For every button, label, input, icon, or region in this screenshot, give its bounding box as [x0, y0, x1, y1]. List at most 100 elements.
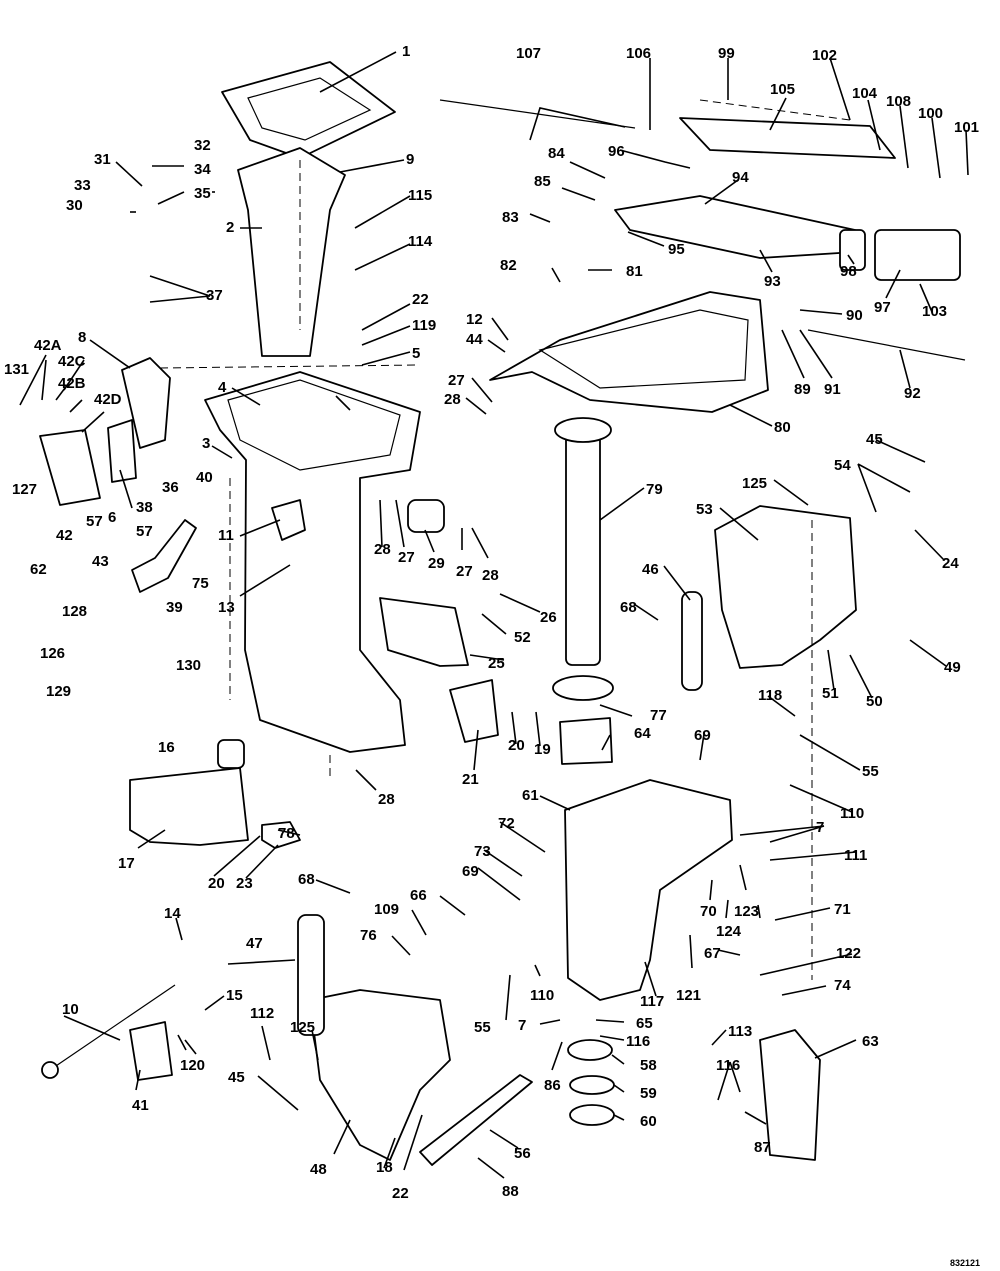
callout-112: 112: [250, 1005, 274, 1022]
callout-82: 82: [500, 257, 517, 274]
callout-64: 64: [634, 725, 651, 742]
callout-42D: 42D: [94, 391, 122, 408]
callout-84: 84: [548, 145, 565, 162]
callout-28: 28: [444, 391, 461, 408]
callout-125b: 125: [290, 1019, 315, 1036]
callout-92: 92: [904, 385, 921, 402]
callout-13: 13: [218, 599, 235, 616]
callout-60: 60: [640, 1113, 657, 1130]
callout-8: 8: [78, 329, 86, 346]
callout-6: 6: [108, 509, 116, 526]
callout-69b: 69: [462, 863, 479, 880]
callout-31: 31: [94, 151, 111, 168]
callout-55b: 55: [474, 1019, 491, 1036]
callout-28b: 28: [374, 541, 391, 558]
callout-47: 47: [246, 935, 263, 952]
callout-50: 50: [866, 693, 883, 710]
callout-3: 3: [202, 435, 210, 452]
callout-54: 54: [834, 457, 851, 474]
callout-110b: 110: [530, 987, 554, 1004]
callout-42C: 42C: [58, 353, 86, 370]
callout-19: 19: [534, 741, 551, 758]
callout-22: 22: [412, 291, 429, 308]
callout-38: 38: [136, 499, 153, 516]
callout-70: 70: [700, 903, 717, 920]
callout-113: 113: [728, 1023, 752, 1040]
callout-126: 126: [40, 645, 65, 662]
callout-7: 7: [816, 819, 824, 836]
callout-32: 32: [194, 137, 211, 154]
callout-130: 130: [176, 657, 201, 674]
callout-20: 20: [508, 737, 525, 754]
callout-73: 73: [474, 843, 491, 860]
callout-leaders: [19, 51, 969, 1179]
callout-55: 55: [862, 763, 879, 780]
callout-15: 15: [226, 987, 243, 1004]
callout-86: 86: [544, 1077, 561, 1094]
callout-69: 69: [694, 727, 711, 744]
callout-122: 122: [836, 945, 861, 962]
callout-81: 81: [626, 263, 643, 280]
callout-100: 100: [918, 105, 943, 122]
callout-96: 96: [608, 143, 625, 160]
callout-43: 43: [92, 553, 109, 570]
callout-12: 12: [466, 311, 483, 328]
callout-116: 116: [626, 1033, 650, 1050]
callout-110: 110: [840, 805, 864, 822]
callout-40: 40: [196, 469, 213, 486]
callout-11: 11: [218, 527, 234, 544]
figure-id: 832121: [950, 1258, 980, 1268]
callout-90: 90: [846, 307, 863, 324]
callout-98: 98: [840, 263, 857, 280]
callout-67: 67: [704, 945, 721, 962]
callout-23: 23: [236, 875, 253, 892]
callout-95: 95: [668, 241, 685, 258]
callout-77: 77: [650, 707, 667, 724]
callout-16: 16: [158, 739, 175, 756]
callout-118: 118: [758, 687, 782, 704]
callout-45: 45: [866, 431, 883, 448]
callout-72: 72: [498, 815, 515, 832]
callout-63: 63: [862, 1033, 879, 1050]
callout-85: 85: [534, 173, 551, 190]
callout-66: 66: [410, 887, 427, 904]
callout-28c: 28: [482, 567, 499, 584]
callout-91: 91: [824, 381, 841, 398]
callout-114: 114: [408, 233, 433, 250]
part-shapes: [39, 61, 966, 1166]
callout-107: 107: [516, 45, 541, 62]
callout-26: 26: [540, 609, 557, 626]
callout-89: 89: [794, 381, 811, 398]
callout-80: 80: [774, 419, 791, 436]
callout-78: 78: [278, 825, 295, 842]
callout-79: 79: [646, 481, 663, 498]
callout-9: 9: [406, 151, 414, 168]
callout-68b: 68: [298, 871, 315, 888]
callout-57b: 57: [136, 523, 153, 540]
callout-20b: 20: [208, 875, 225, 892]
callout-18: 18: [376, 1159, 393, 1176]
callout-33: 33: [74, 177, 91, 194]
callout-27b: 27: [398, 549, 415, 566]
callout-36: 36: [162, 479, 179, 496]
callout-46: 46: [642, 561, 659, 578]
callout-123: 123: [734, 903, 759, 920]
callout-7b: 7: [518, 1017, 526, 1034]
callout-27c: 27: [456, 563, 473, 580]
callout-28d: 28: [378, 791, 395, 808]
callout-120: 120: [180, 1057, 205, 1074]
callout-88: 88: [502, 1183, 519, 1200]
callout-57: 57: [86, 513, 103, 530]
callout-24: 24: [942, 555, 959, 572]
callout-108: 108: [886, 93, 911, 110]
callout-37: 37: [206, 287, 223, 304]
callout-68: 68: [620, 599, 637, 616]
callout-52: 52: [514, 629, 531, 646]
callout-87: 87: [754, 1139, 771, 1156]
callout-62: 62: [30, 561, 47, 578]
callout-58: 58: [640, 1057, 657, 1074]
callout-44: 44: [466, 331, 483, 348]
callout-4: 4: [218, 379, 227, 396]
callout-102: 102: [812, 47, 837, 64]
callout-74: 74: [834, 977, 851, 994]
